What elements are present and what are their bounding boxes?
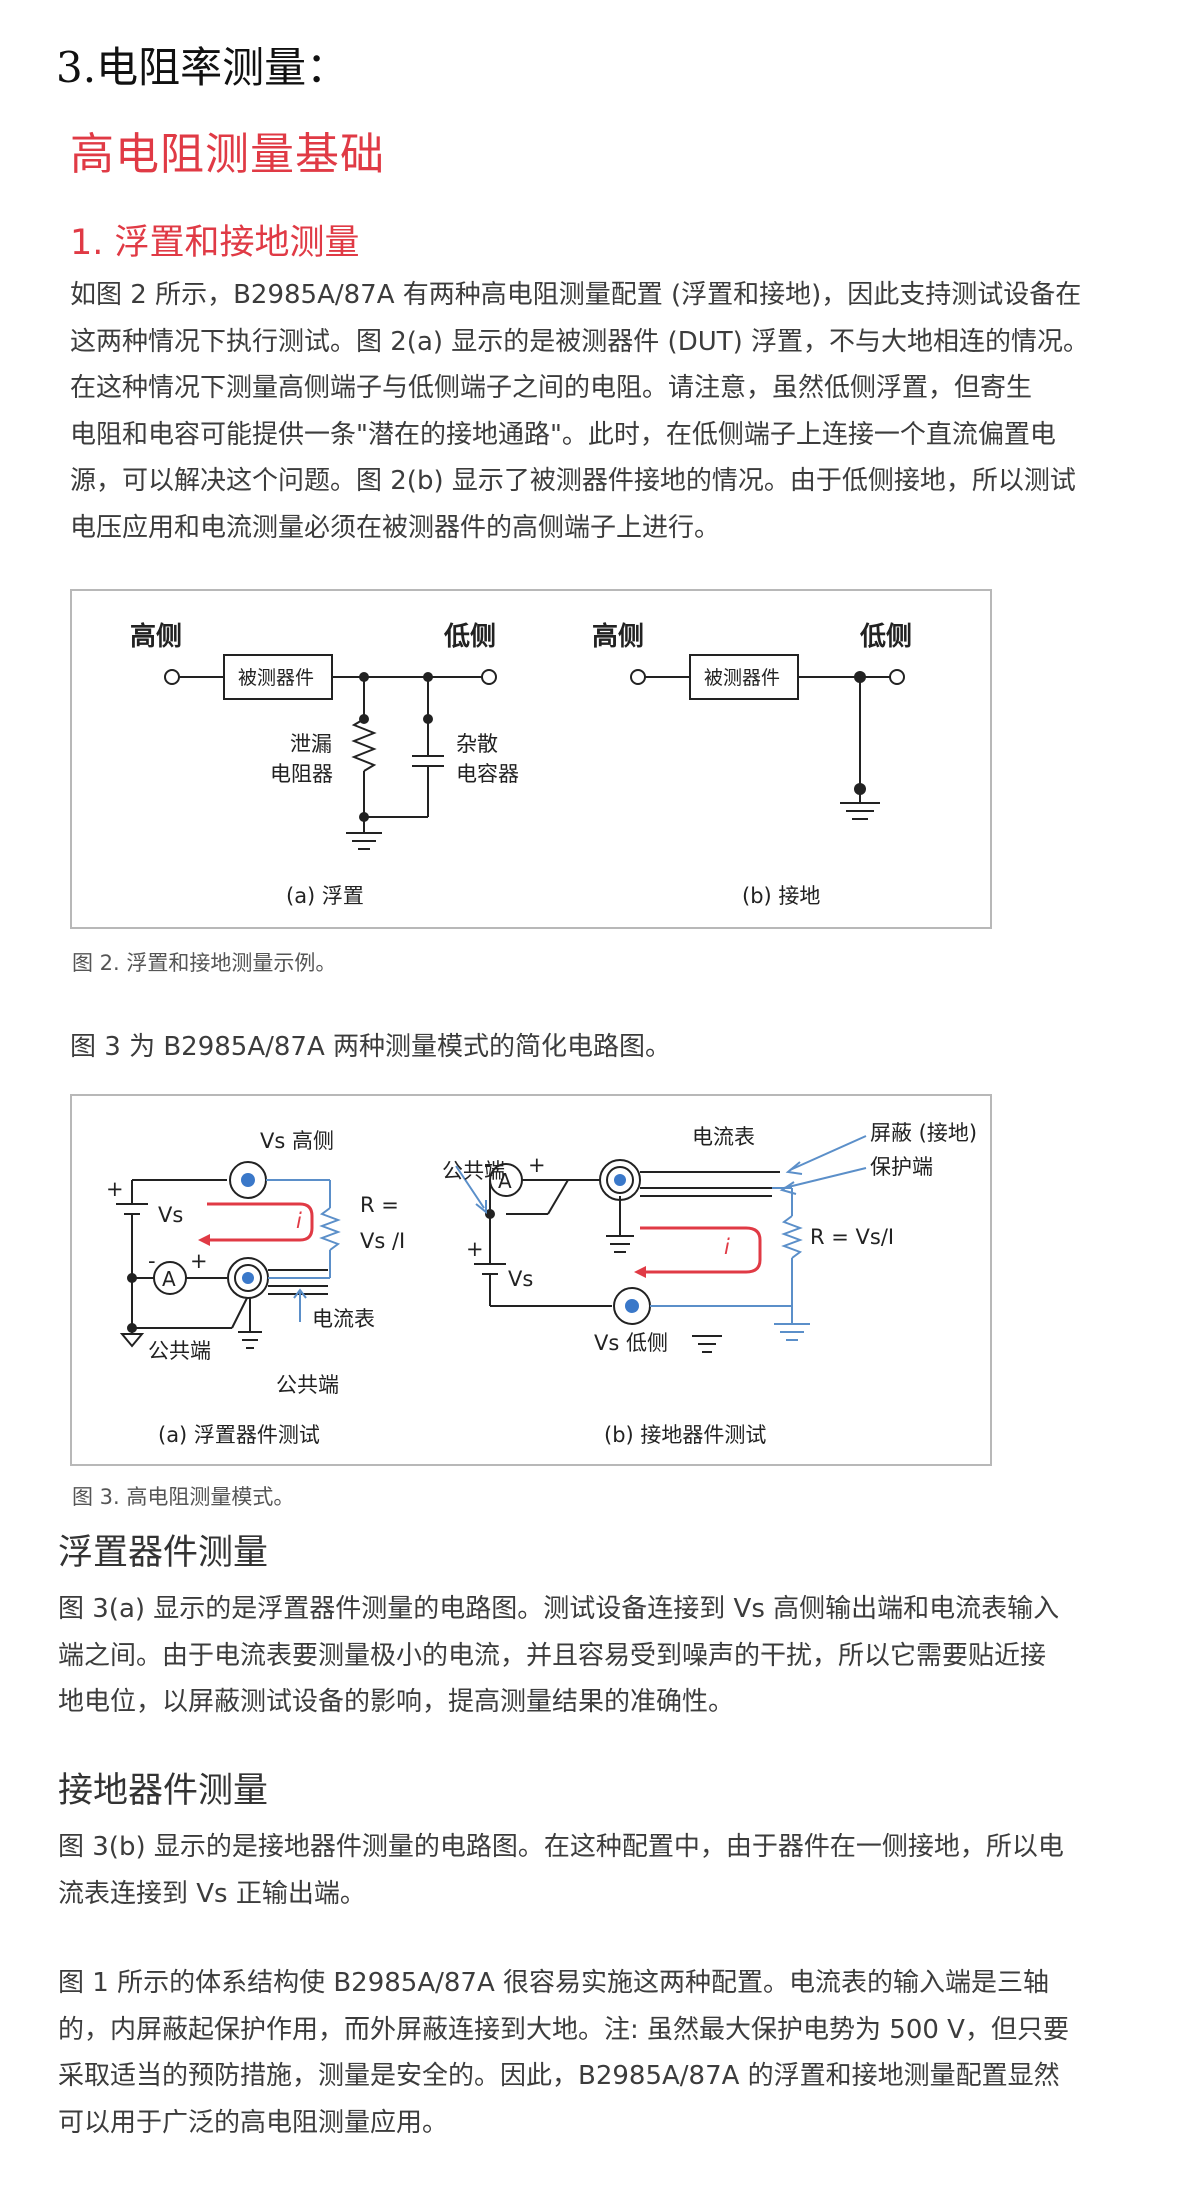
paragraph-closing: 图 1 所示的体系结构使 B2985A/87A 很容易实施这两种配置。电流表的输… <box>58 1960 1158 2146</box>
figure-2-box: 高侧 低侧 高侧 低侧 被测器件 被测器件 泄漏 电阻器 杂散 电容器 (a) … <box>70 589 992 929</box>
text-line: 如图 2 所示，B2985A/87A 有两种高电阻测量配置 (浮置和接地)，因此… <box>70 280 1082 310</box>
fig2b-caption: (b) 接地 <box>742 884 820 908</box>
section-heading: 高电阻测量基础 <box>70 129 385 180</box>
fig2a-leak-label-2: 电阻器 <box>270 762 333 786</box>
fig3a-ammeter-label: 电流表 <box>312 1307 375 1331</box>
fig2a-high-label: 高侧 <box>130 621 182 652</box>
text-line: 的，内屏蔽起保护作用，而外屏蔽连接到大地。注: 虽然最大保护电势为 500 V，… <box>58 2014 1069 2045</box>
fig2a-leak-label-1: 泄漏 <box>290 732 332 756</box>
floating-device-heading: 浮置器件测量 <box>58 1533 269 1573</box>
fig2b-low-label: 低侧 <box>859 622 912 652</box>
fig2a-stray-label-2: 电容器 <box>456 762 519 786</box>
fig3b-vs-low-label: Vs 低侧 <box>594 1331 668 1355</box>
figure-3-diagram: Vs 高侧 + Vs i R = Vs /I - A + 电流表 公共端 公共端… <box>106 1121 977 1447</box>
fig3a-resistance-label-1: R = <box>360 1193 399 1217</box>
fig3a-resistance-label-2: Vs /I <box>360 1229 405 1253</box>
text-line: 电压应用和电流测量必须在被测器件的高侧端子上进行。 <box>70 512 721 543</box>
fig3b-vs-label: Vs <box>508 1267 533 1291</box>
text-line: 可以用于广泛的高电阻测量应用。 <box>58 2107 449 2138</box>
paragraph-grounded-device: 图 3(b) 显示的是接地器件测量的电路图。在这种配置中，由于器件在一侧接地，所… <box>58 1824 1158 1917</box>
text-line: 源，可以解决这个问题。图 2(b) 显示了被测器件接地的情况。由于低侧接地，所以… <box>70 466 1076 496</box>
fig2b-high-label: 高侧 <box>592 621 644 652</box>
fig3b-plus-2: + <box>466 1237 484 1261</box>
subsection-title-floating-grounded: 1. 浮置和接地测量 <box>70 223 360 263</box>
figure-2-caption: 图 2. 浮置和接地测量示例。 <box>72 951 337 975</box>
fig3a-vs-label: Vs <box>158 1203 183 1227</box>
text-line: 地电位，以屏蔽测试设备的影响，提高测量结果的准确性。 <box>58 1687 735 1717</box>
figure-2-diagram: 高侧 低侧 高侧 低侧 被测器件 被测器件 泄漏 电阻器 杂散 电容器 (a) … <box>130 621 912 908</box>
fig3b-caption: (b) 接地器件测试 <box>604 1423 766 1447</box>
fig3b-minus: - <box>484 1153 492 1177</box>
fig3b-ammeter-icon: A <box>498 1169 512 1193</box>
figure-3-caption: 图 3. 高电阻测量模式。 <box>72 1485 295 1509</box>
fig3b-guard-label: 保护端 <box>870 1155 933 1179</box>
fig3a-plus-2: + <box>190 1249 208 1273</box>
fig3a-common-label-1: 公共端 <box>148 1339 211 1363</box>
text-line: 端之间。由于电流表要测量极小的电流，并且容易受到噪声的干扰，所以它需要贴近接 <box>58 1640 1047 1671</box>
paragraph-floating-grounded: 如图 2 所示，B2985A/87A 有两种高电阻测量配置 (浮置和接地)，因此… <box>70 272 1150 551</box>
fig3b-resistance-label: R = Vs/I <box>810 1225 894 1249</box>
paragraph-floating-device: 图 3(a) 显示的是浮置器件测量的电路图。测试设备连接到 Vs 高侧输出端和电… <box>58 1586 1158 1726</box>
fig3a-plus: + <box>106 1177 124 1201</box>
fig2a-low-label: 低侧 <box>443 622 496 652</box>
fig3a-common-label-2: 公共端 <box>276 1373 339 1397</box>
fig3a-vs-high-label: Vs 高侧 <box>260 1129 334 1153</box>
grounded-device-heading: 接地器件测量 <box>58 1771 269 1811</box>
fig2b-dut-label: 被测器件 <box>704 667 780 689</box>
fig2a-caption: (a) 浮置 <box>286 884 364 908</box>
text-line: 采取适当的预防措施，测量是安全的。因此，B2985A/87A 的浮置和接地测量配… <box>58 2061 1060 2091</box>
text-line: 图 1 所示的体系结构使 B2985A/87A 很容易实施这两种配置。电流表的输… <box>58 1968 1050 1998</box>
fig3a-current-label: i <box>296 1209 302 1233</box>
figure-3-box: Vs 高侧 + Vs i R = Vs /I - A + 电流表 公共端 公共端… <box>70 1094 992 1466</box>
fig3a-caption: (a) 浮置器件测试 <box>158 1423 320 1447</box>
fig3a-ammeter-icon: A <box>162 1267 176 1291</box>
fig3b-common-label: 公共端 <box>442 1159 505 1183</box>
text-line: 图 3(b) 显示的是接地器件测量的电路图。在这种配置中，由于器件在一侧接地，所… <box>58 1832 1064 1862</box>
fig3b-shield-label: 屏蔽 (接地) <box>870 1121 977 1145</box>
text-line: 流表连接到 Vs 正输出端。 <box>58 1878 366 1909</box>
fig2a-dut-label: 被测器件 <box>238 667 314 689</box>
fig3a-minus: - <box>148 1249 156 1273</box>
text-line: 电阻和电容可能提供一条"潜在的接地通路"。此时，在低侧端子上连接一个直流偏置电 <box>70 419 1056 450</box>
page-title: 3.电阻率测量： <box>56 43 349 92</box>
fig3b-plus: + <box>528 1153 546 1177</box>
text-line: 在这种情况下测量高侧端子与低侧端子之间的电阻。请注意，虽然低侧浮置，但寄生 <box>70 373 1033 403</box>
text-line: 这两种情况下执行测试。图 2(a) 显示的是被测器件 (DUT) 浮置，不与大地… <box>70 326 1090 357</box>
fig3b-current-label: i <box>724 1235 730 1259</box>
figure-3-intro: 图 3 为 B2985A/87A 两种测量模式的简化电路图。 <box>70 1032 672 1062</box>
fig3b-ammeter-label: 电流表 <box>692 1125 755 1149</box>
text-line: 图 3(a) 显示的是浮置器件测量的电路图。测试设备连接到 Vs 高侧输出端和电… <box>58 1594 1060 1624</box>
fig2a-stray-label-1: 杂散 <box>456 732 498 756</box>
